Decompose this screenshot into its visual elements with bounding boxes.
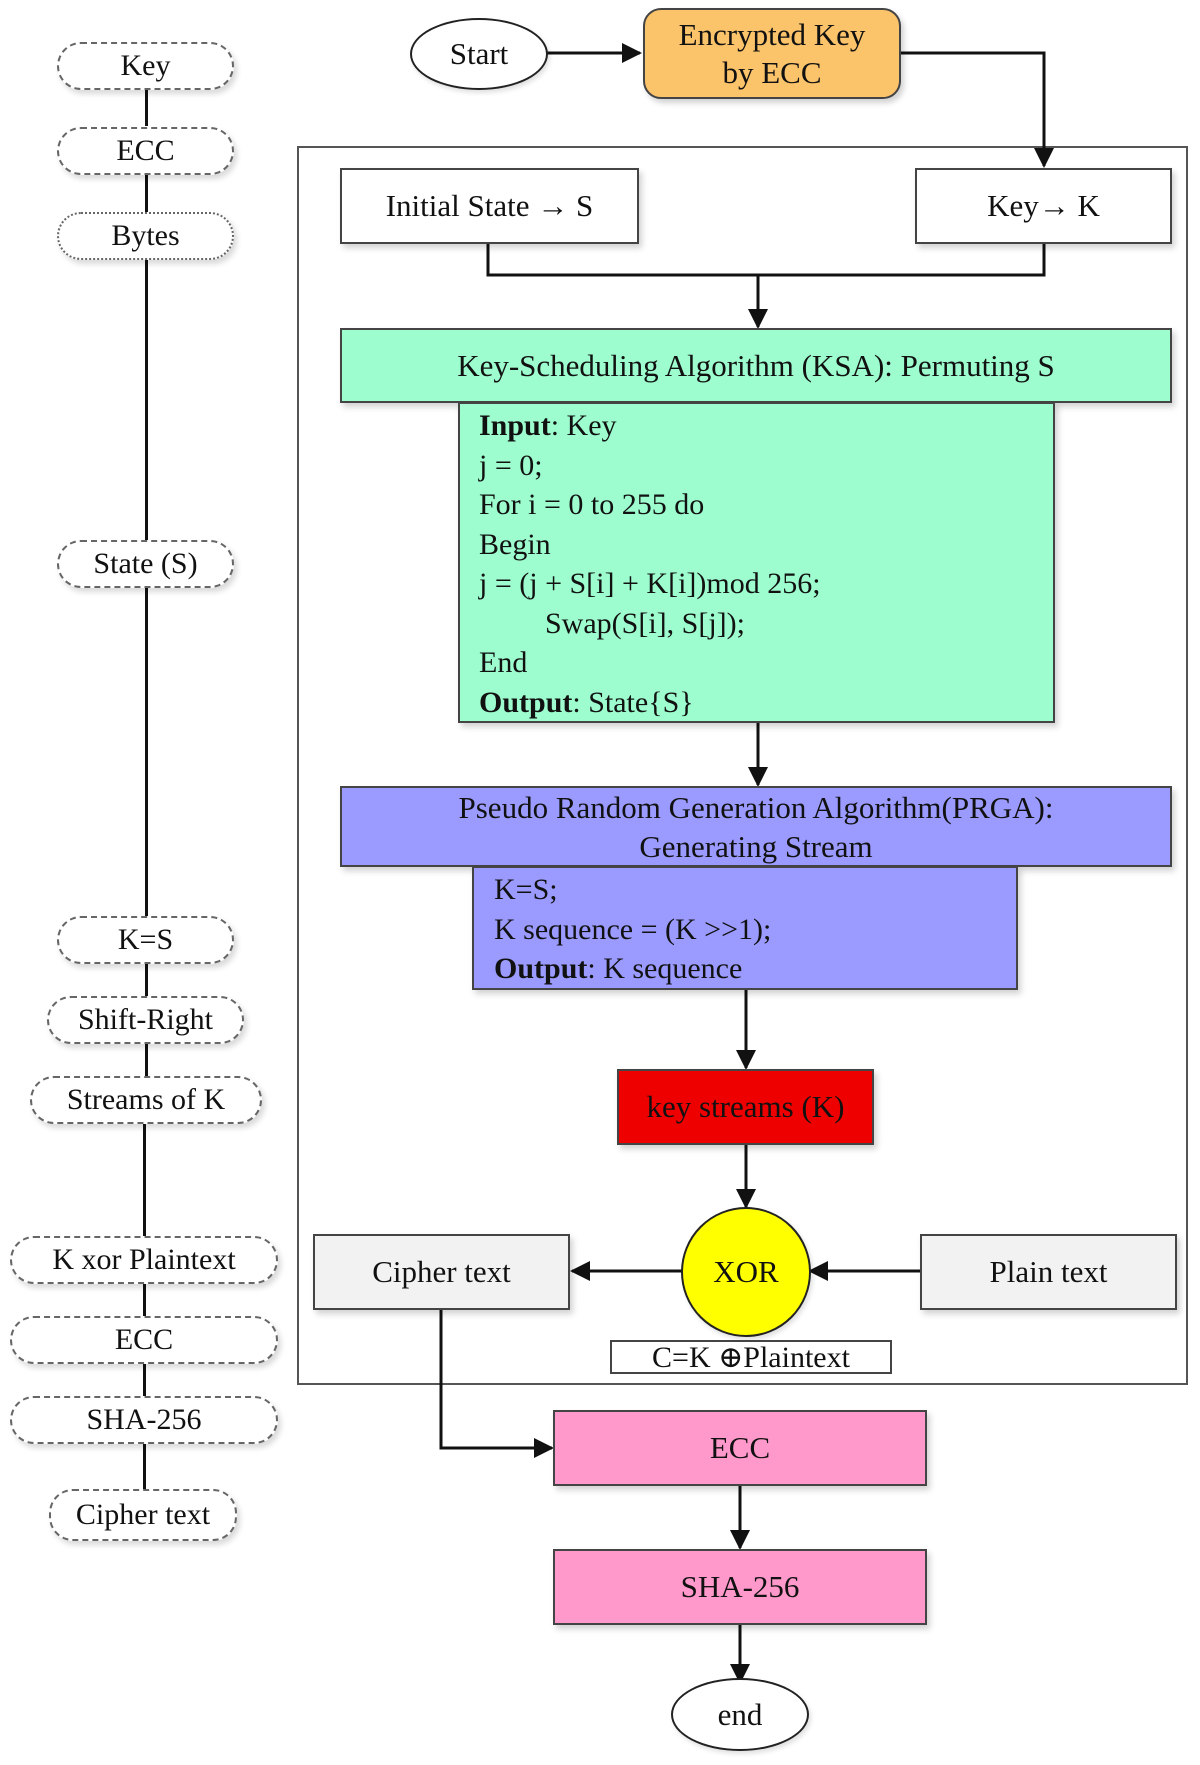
prga-line-2: K sequence = (K >>1); (494, 912, 772, 946)
legend-connector (145, 588, 148, 916)
initial-state-box: Initial State → S (340, 168, 639, 244)
legend-ecc-2: ECC (10, 1316, 278, 1364)
ksa-line-1: j = 0; (479, 448, 543, 482)
ksa-output-label: Output (479, 685, 573, 719)
start-node: Start (410, 18, 548, 90)
prga-line-1: K=S; (494, 873, 558, 906)
legend-connector (143, 1444, 146, 1489)
ksa-line-5: Swap(S[i], S[j]); (545, 606, 745, 640)
cipher-text-box: Cipher text (313, 1234, 570, 1310)
legend-connector (143, 1284, 146, 1316)
ksa-input-value: : Key (550, 409, 617, 442)
xor-node: XOR (681, 1207, 811, 1337)
ksa-line-3: Begin (479, 527, 551, 561)
prga-output-label: Output (494, 952, 588, 985)
legend-ecc: ECC (57, 127, 234, 175)
merge-line (486, 243, 1046, 277)
ksa-line-4: j = (j + S[i] + K[i])mod 256; (479, 567, 821, 600)
ksa-output-value: : State{S} (572, 685, 694, 719)
prga-title-line-2: Generating Stream (639, 828, 873, 864)
legend-connector (145, 964, 148, 996)
legend-key: Key (57, 42, 234, 90)
end-node: end (671, 1678, 809, 1751)
legend-k-xor-plaintext: K xor Plaintext (10, 1236, 278, 1284)
key-streams-box: key streams (K) (617, 1069, 874, 1145)
legend-state: State (S) (57, 540, 234, 588)
legend-streams-of-k: Streams of K (30, 1076, 262, 1124)
prga-title: Pseudo Random Generation Algorithm(PRGA)… (340, 786, 1172, 867)
legend-connector (145, 260, 148, 540)
legend-bytes: Bytes (57, 212, 234, 260)
arrow-encrypted-key-to-key (900, 51, 1054, 168)
legend-connector (143, 1124, 146, 1236)
encrypted-key-box: Encrypted Key by ECC (643, 8, 901, 99)
legend-shift-right: Shift-Right (47, 996, 244, 1044)
ecc-box: ECC (553, 1410, 927, 1486)
ksa-input-label: Input (479, 409, 551, 442)
xor-formula: C=K ⊕Plaintext (610, 1340, 892, 1374)
legend-connector (145, 174, 148, 212)
key-to-k-box: Key→ K (915, 168, 1172, 244)
legend-sha-256: SHA-256 (10, 1396, 278, 1444)
ksa-code-block: Input: Key j = 0; For i = 0 to 255 do Be… (458, 402, 1055, 723)
prga-output-value: : K sequence (587, 952, 743, 985)
ksa-line-6: End (479, 646, 528, 679)
legend-connector (145, 1044, 148, 1076)
prga-code-block: K=S; K sequence = (K >>1); Output: K seq… (472, 866, 1018, 990)
encrypted-key-label: Encrypted Key by ECC (678, 16, 866, 90)
ksa-input-line: Input: Key (479, 406, 1053, 446)
ksa-line-2: For i = 0 to 255 do (479, 488, 705, 521)
plain-text-box: Plain text (920, 1234, 1177, 1310)
legend-connector (143, 1364, 146, 1396)
legend-k-equals-s: K=S (57, 916, 234, 964)
ksa-title: Key-Scheduling Algorithm (KSA): Permutin… (340, 328, 1172, 403)
prga-title-line-1: Pseudo Random Generation Algorithm(PRGA)… (458, 789, 1054, 825)
sha-256-box: SHA-256 (553, 1549, 927, 1625)
ksa-output-line: Output: State{S} (479, 683, 1053, 723)
arrow-cipher-to-ecc (439, 1308, 554, 1458)
main-frame (297, 146, 1188, 1385)
legend-connector (145, 88, 148, 126)
legend-cipher-text: Cipher text (49, 1489, 237, 1541)
prga-output-line: Output: K sequence (494, 949, 1016, 989)
